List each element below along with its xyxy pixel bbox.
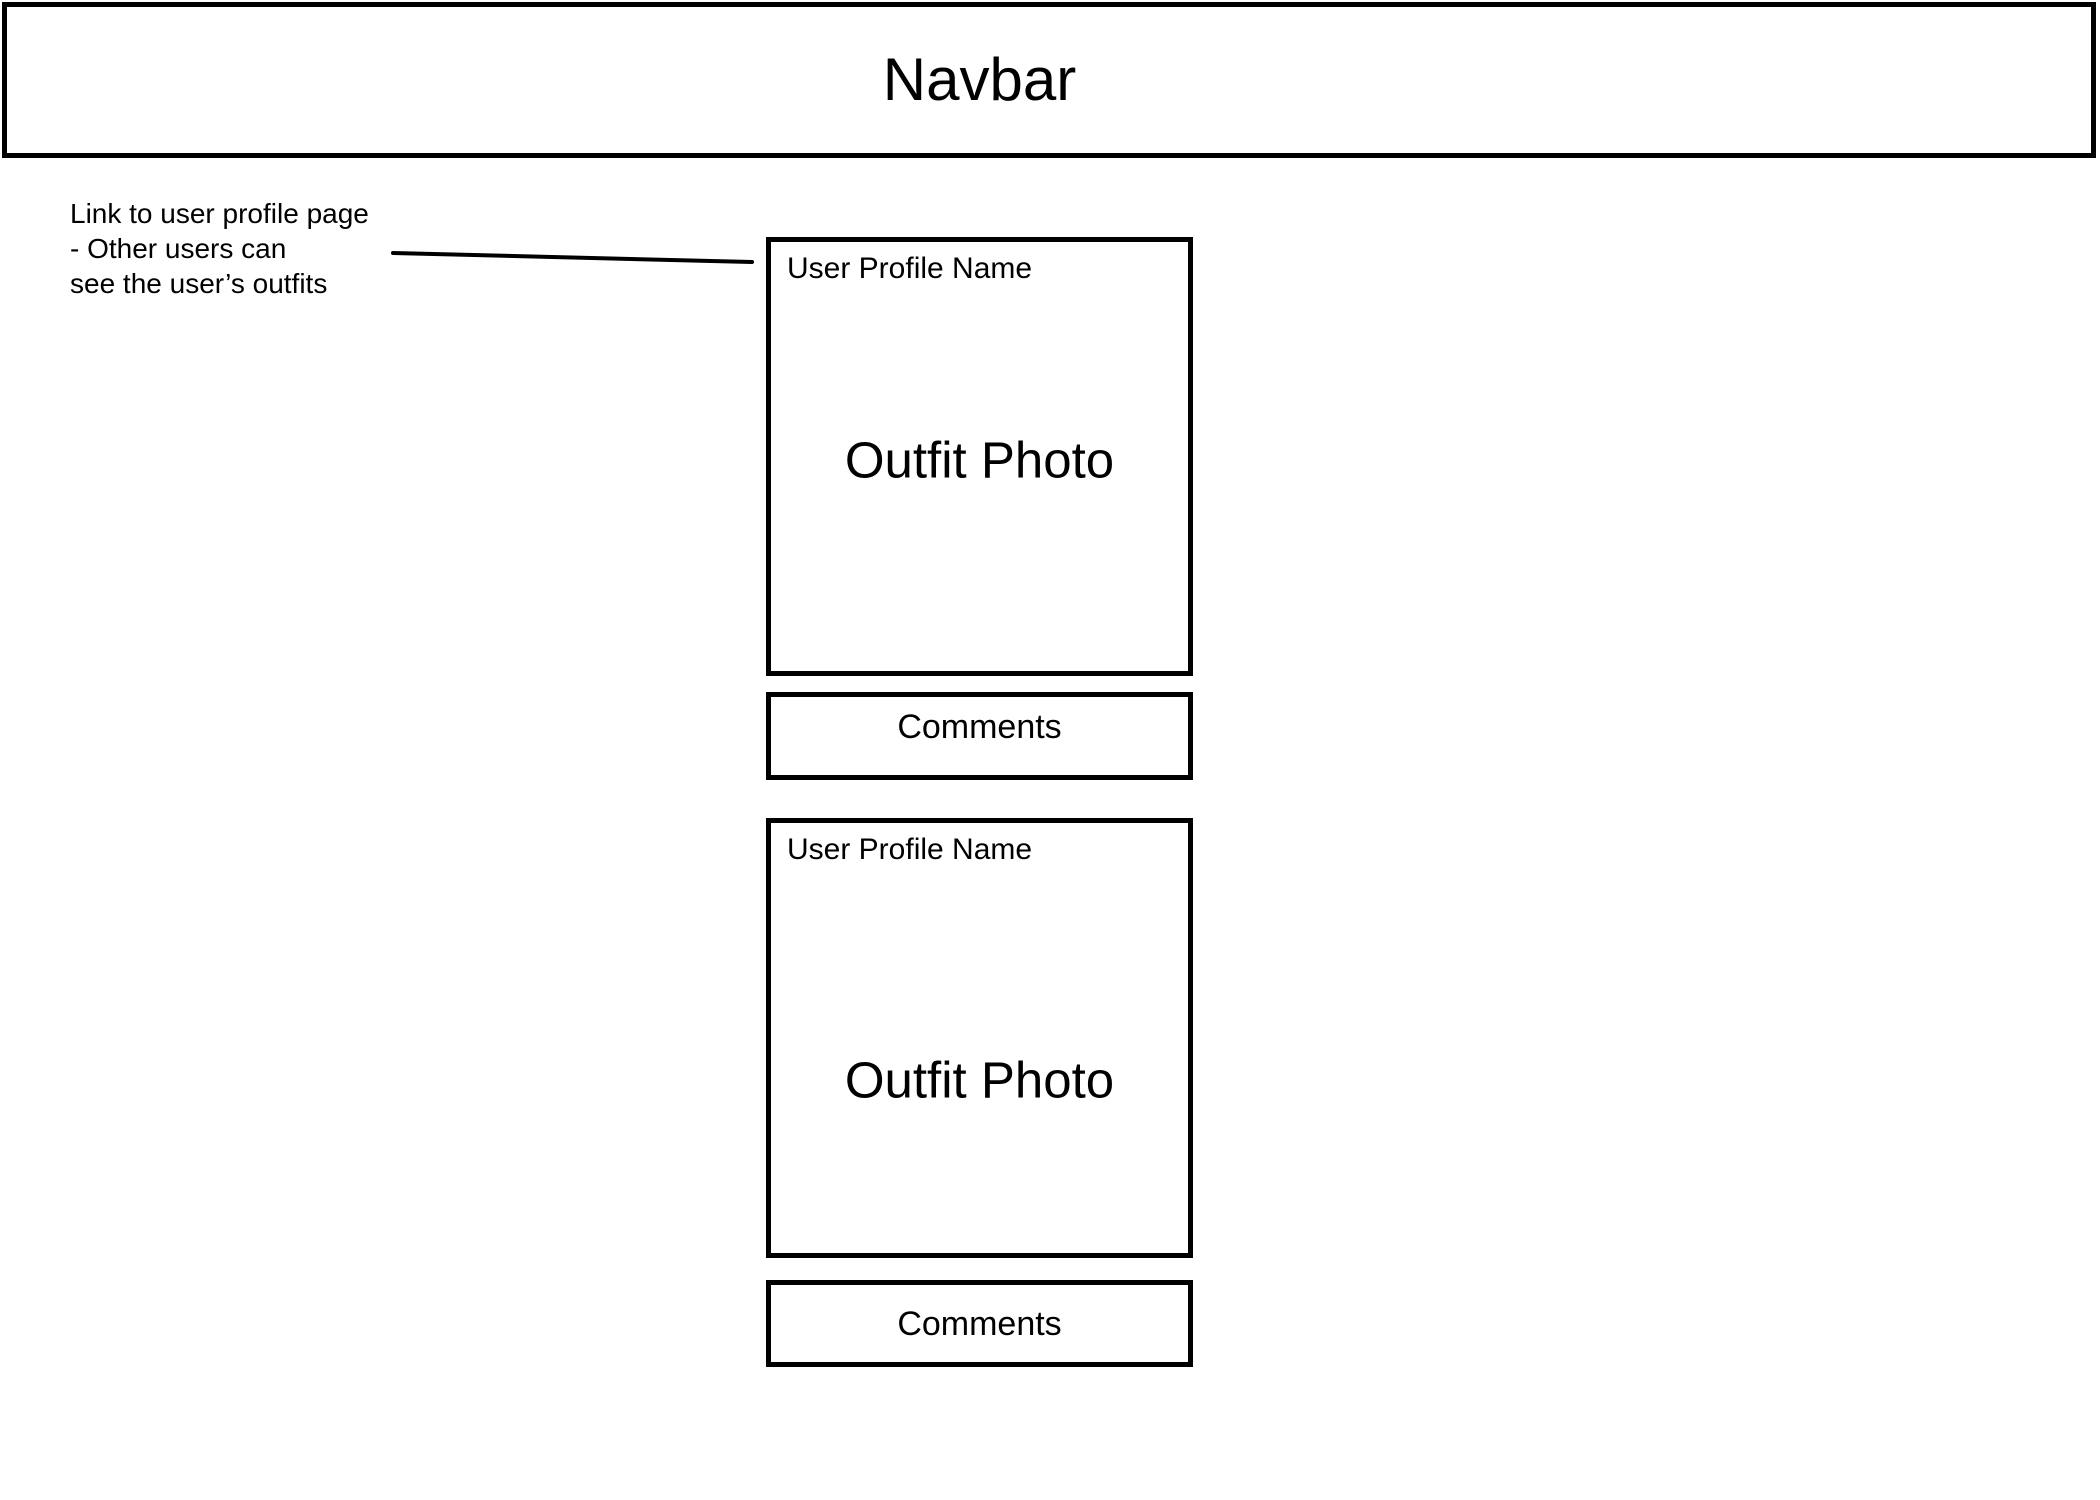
comments-label: Comments — [897, 708, 1062, 746]
comments-box[interactable]: Comments — [766, 692, 1193, 780]
outfit-post-card[interactable]: User Profile Name Outfit Photo — [766, 818, 1193, 1258]
annotation-line-2: - Other users can — [70, 233, 287, 264]
comments-box[interactable]: Comments — [766, 1280, 1193, 1367]
comments-label: Comments — [897, 1304, 1062, 1343]
navbar: Navbar — [2, 2, 2096, 158]
navbar-label: Navbar — [882, 46, 1077, 113]
annotation-line-1: Link to user profile page — [70, 198, 369, 229]
user-profile-link[interactable]: User Profile Name — [787, 252, 1033, 285]
annotation-note: Link to user profile page - Other users … — [70, 196, 369, 301]
outfit-photo-placeholder: Outfit Photo — [844, 431, 1115, 488]
outfit-post-card[interactable]: User Profile Name Outfit Photo — [766, 237, 1193, 676]
user-profile-link[interactable]: User Profile Name — [787, 833, 1033, 866]
outfit-photo-placeholder: Outfit Photo — [844, 1051, 1115, 1109]
annotation-line-3: see the user’s outfits — [70, 268, 328, 299]
